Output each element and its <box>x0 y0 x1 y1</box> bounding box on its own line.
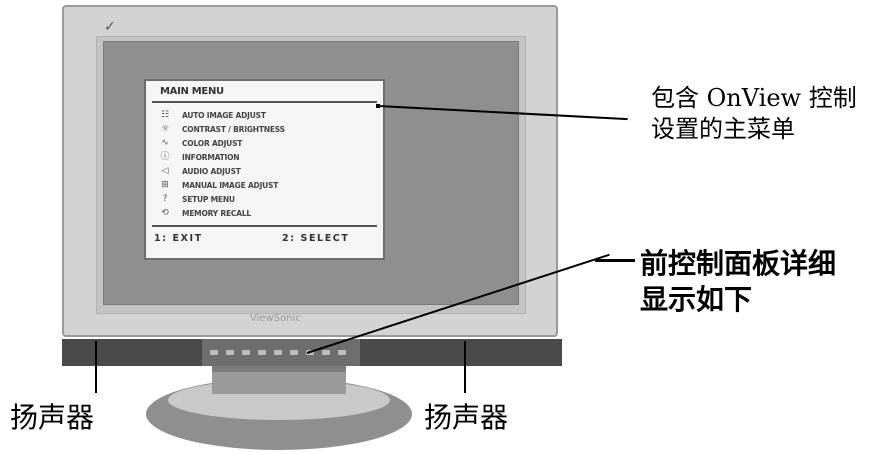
osd-item-contrast-brightness[interactable]: ☼ CONTRAST / BRIGHTNESS <box>156 123 376 136</box>
brand-name: ViewSonic <box>250 313 301 324</box>
osd-item-auto-image-adjust[interactable]: ☷ AUTO IMAGE ADJUST <box>156 109 376 122</box>
speaker-left-label: 扬声器 <box>10 401 95 434</box>
speaker-grille-left <box>62 339 212 366</box>
panel-callout-line2: 显示如下 <box>640 283 753 316</box>
control-button[interactable] <box>322 350 330 355</box>
osd-title: MAIN MENU <box>160 86 224 97</box>
front-control-panel <box>202 339 360 366</box>
recall-icon: ⟲ <box>161 208 169 218</box>
power-button[interactable] <box>338 350 346 355</box>
osd-item-label: CONTRAST / BRIGHTNESS <box>182 125 285 134</box>
osd-item-label: MANUAL IMAGE ADJUST <box>182 181 279 190</box>
osd-item-label: SETUP MENU <box>182 195 235 204</box>
osd-item-label: COLOR ADJUST <box>182 139 243 148</box>
brand-logo-icon: ✓ <box>104 19 116 35</box>
info-icon: ⓘ <box>160 152 170 162</box>
speaker-grille-right <box>352 339 562 366</box>
osd-item-audio-adjust[interactable]: ◁ AUDIO ADJUST <box>156 165 376 178</box>
control-button[interactable] <box>258 350 266 355</box>
osd-divider <box>152 101 377 103</box>
osd-exit-label: 1: EXIT <box>154 233 203 244</box>
osd-callout-line2: 设置的主菜单 <box>651 115 795 143</box>
speaker-left-leader <box>95 341 97 393</box>
osd-item-label: INFORMATION <box>182 153 240 162</box>
panel-callout-line1: 前控制面板详细 <box>640 247 837 280</box>
speaker-right-label: 扬声器 <box>424 401 509 434</box>
question-icon: ? <box>162 194 168 204</box>
osd-item-information[interactable]: ⓘ INFORMATION <box>156 151 376 164</box>
osd-item-label: MEMORY RECALL <box>182 209 251 218</box>
auto-adjust-icon: ☷ <box>160 110 170 120</box>
speaker-icon: ◁ <box>161 166 169 176</box>
monitor-neck-shadow <box>212 366 346 372</box>
osd-item-label: AUTO IMAGE ADJUST <box>182 111 266 120</box>
osd-item-manual-image-adjust[interactable]: ⊞ MANUAL IMAGE ADJUST <box>156 179 376 192</box>
osd-item-label: AUDIO ADJUST <box>182 167 241 176</box>
control-button[interactable] <box>290 350 298 355</box>
osd-item-setup-menu[interactable]: ? SETUP MENU <box>156 193 376 206</box>
osd-callout-line1: 包含 OnView 控制 <box>651 84 857 112</box>
osd-select-label: 2: SELECT <box>282 233 350 244</box>
color-icon: ∿ <box>161 138 169 148</box>
osd-item-color-adjust[interactable]: ∿ COLOR ADJUST <box>156 137 376 150</box>
osd-divider <box>152 225 377 227</box>
grid-icon: ⊞ <box>161 180 169 190</box>
sun-icon: ☼ <box>160 124 170 134</box>
control-button[interactable] <box>210 350 218 355</box>
control-button[interactable] <box>242 350 250 355</box>
control-button[interactable] <box>226 350 234 355</box>
osd-main-menu: MAIN MENU ☷ AUTO IMAGE ADJUST ☼ CONTRAST… <box>144 79 385 260</box>
speaker-right-leader <box>464 341 466 393</box>
panel-callout-line <box>595 259 635 262</box>
osd-item-memory-recall[interactable]: ⟲ MEMORY RECALL <box>156 207 376 220</box>
control-button[interactable] <box>274 350 282 355</box>
